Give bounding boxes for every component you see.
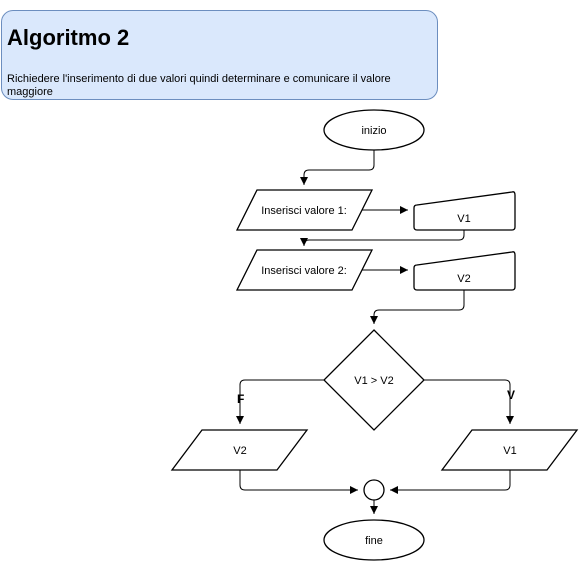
start-label: inizio [361, 125, 386, 137]
edge-false-merge [239, 470, 358, 494]
edge-decision-false [236, 379, 324, 424]
edge-true-merge [390, 470, 511, 494]
decision-label: V1 > V2 [354, 375, 393, 387]
false-branch-label: F [237, 392, 244, 406]
description-card: Algoritmo 2 Richiedere l'inserimento di … [1, 10, 438, 100]
merge-connector [363, 479, 385, 501]
input1-prompt-label: Inserisci valore 1: [261, 205, 347, 217]
end-node: fine [323, 519, 425, 561]
input2-prompt-label: Inserisci valore 2: [261, 265, 347, 277]
edge-start-input1 [300, 150, 375, 185]
input2-prompt-node: Inserisci valore 2: [235, 249, 374, 291]
start-node: inizio [323, 109, 425, 151]
input2-var-label: V2 [457, 273, 470, 285]
input2-var-node: V2 [413, 251, 516, 291]
true-branch-label: V [507, 388, 515, 402]
edge-v1-input2 [300, 230, 465, 246]
edge-v2-decision [370, 290, 465, 324]
output-false-node: V2 [170, 429, 309, 471]
page-title: Algoritmo 2 [7, 25, 130, 50]
decision-node: V1 > V2 [323, 329, 425, 431]
task-description: Richiedere l'inserimento di due valori q… [7, 73, 391, 98]
input1-var-label: V1 [457, 213, 470, 225]
output-true-label: V1 [503, 445, 516, 457]
input1-prompt-node: Inserisci valore 1: [235, 189, 374, 231]
input1-var-node: V1 [413, 191, 516, 231]
edge-decision-true [424, 379, 514, 424]
output-true-node: V1 [440, 429, 579, 471]
end-label: fine [365, 535, 383, 547]
output-false-label: V2 [233, 445, 246, 457]
